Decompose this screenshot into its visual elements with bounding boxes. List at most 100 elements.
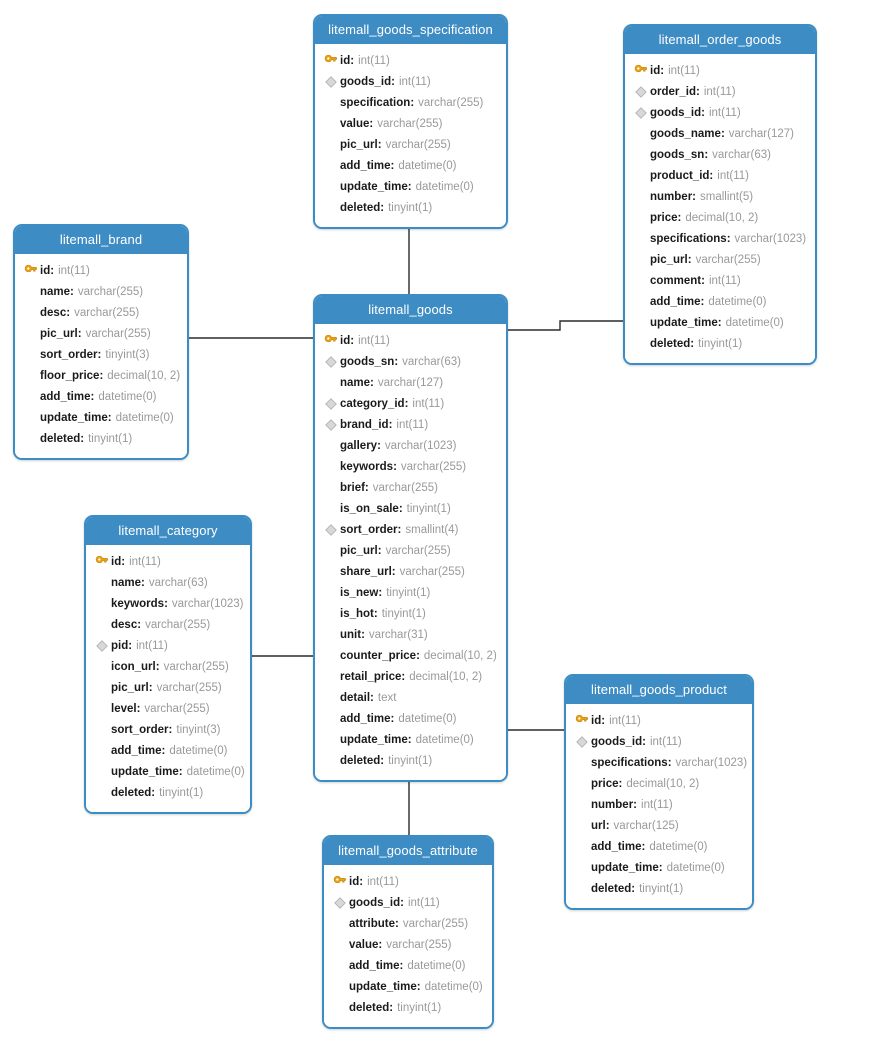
- field-separator: :: [410, 96, 415, 109]
- field-row[interactable]: url:varchar(125): [566, 815, 752, 836]
- field-row[interactable]: keywords:varchar(255): [315, 456, 506, 477]
- field-row[interactable]: keywords:varchar(1023): [86, 593, 250, 614]
- field-row[interactable]: update_time:datetime(0): [324, 976, 492, 997]
- field-row[interactable]: goods_id:int(11): [566, 731, 752, 752]
- field-row[interactable]: number:smallint(5): [625, 186, 815, 207]
- field-row[interactable]: specifications:varchar(1023): [566, 752, 752, 773]
- field-row[interactable]: icon_url:varchar(255): [86, 656, 250, 677]
- relationship-line-rel-goods-order-goods[interactable]: [508, 320, 623, 331]
- field-row[interactable]: order_id:int(11): [625, 81, 815, 102]
- field-row[interactable]: add_time:datetime(0): [315, 155, 506, 176]
- field-row[interactable]: add_time:datetime(0): [324, 955, 492, 976]
- field-row[interactable]: sort_order:smallint(4): [315, 519, 506, 540]
- field-row[interactable]: gallery:varchar(1023): [315, 435, 506, 456]
- field-row[interactable]: deleted:tinyint(1): [86, 782, 250, 803]
- field-row[interactable]: add_time:datetime(0): [86, 740, 250, 761]
- field-row[interactable]: is_on_sale:tinyint(1): [315, 498, 506, 519]
- field-row[interactable]: id:int(11): [324, 871, 492, 892]
- field-row[interactable]: brand_id:int(11): [315, 414, 506, 435]
- field-row[interactable]: name:varchar(63): [86, 572, 250, 593]
- field-row[interactable]: name:varchar(255): [15, 281, 187, 302]
- field-row[interactable]: goods_id:int(11): [324, 892, 492, 913]
- field-row[interactable]: id:int(11): [625, 60, 815, 81]
- field-row[interactable]: specification:varchar(255): [315, 92, 506, 113]
- field-row[interactable]: id:int(11): [15, 260, 187, 281]
- field-row[interactable]: goods_id:int(11): [315, 71, 506, 92]
- diamond-icon: [322, 74, 340, 90]
- field-row[interactable]: update_time:datetime(0): [86, 761, 250, 782]
- field-row[interactable]: attribute:varchar(255): [324, 913, 492, 934]
- field-row[interactable]: deleted:tinyint(1): [15, 428, 187, 449]
- field-row[interactable]: id:int(11): [566, 710, 752, 731]
- field-row[interactable]: unit:varchar(31): [315, 624, 506, 645]
- field-row[interactable]: is_hot:tinyint(1): [315, 603, 506, 624]
- field-name: id: [349, 875, 360, 888]
- field-row[interactable]: category_id:int(11): [315, 393, 506, 414]
- blank-icon: [632, 147, 650, 163]
- field-row[interactable]: desc:varchar(255): [86, 614, 250, 635]
- field-row[interactable]: pic_url:varchar(255): [15, 323, 187, 344]
- field-row[interactable]: sort_order:tinyint(3): [15, 344, 187, 365]
- field-row[interactable]: pic_url:varchar(255): [625, 249, 815, 270]
- blank-icon: [322, 627, 340, 643]
- field-row[interactable]: deleted:tinyint(1): [566, 878, 752, 899]
- field-type: datetime(0): [666, 861, 725, 874]
- field-row[interactable]: update_time:datetime(0): [566, 857, 752, 878]
- field-row[interactable]: deleted:tinyint(1): [324, 997, 492, 1018]
- field-row[interactable]: brief:varchar(255): [315, 477, 506, 498]
- field-row[interactable]: is_new:tinyint(1): [315, 582, 506, 603]
- field-row[interactable]: id:int(11): [315, 330, 506, 351]
- field-row[interactable]: pid:int(11): [86, 635, 250, 656]
- field-row[interactable]: specifications:varchar(1023): [625, 228, 815, 249]
- field-row[interactable]: goods_id:int(11): [625, 102, 815, 123]
- field-row[interactable]: goods_sn:varchar(63): [315, 351, 506, 372]
- field-row[interactable]: counter_price:decimal(10, 2): [315, 645, 506, 666]
- field-row[interactable]: deleted:tinyint(1): [315, 197, 506, 218]
- field-row[interactable]: pic_url:varchar(255): [315, 134, 506, 155]
- field-row[interactable]: comment:int(11): [625, 270, 815, 291]
- field-row[interactable]: add_time:datetime(0): [566, 836, 752, 857]
- field-type: datetime(0): [398, 712, 457, 725]
- field-row[interactable]: desc:varchar(255): [15, 302, 187, 323]
- field-row[interactable]: floor_price:decimal(10, 2): [15, 365, 187, 386]
- field-row[interactable]: update_time:datetime(0): [315, 729, 506, 750]
- field-row[interactable]: goods_name:varchar(127): [625, 123, 815, 144]
- field-row[interactable]: add_time:datetime(0): [15, 386, 187, 407]
- blank-icon: [93, 575, 111, 591]
- field-row[interactable]: update_time:datetime(0): [15, 407, 187, 428]
- field-row[interactable]: sort_order:tinyint(3): [86, 719, 250, 740]
- field-row[interactable]: deleted:tinyint(1): [315, 750, 506, 771]
- field-row[interactable]: pic_url:varchar(255): [315, 540, 506, 561]
- field-row[interactable]: add_time:datetime(0): [625, 291, 815, 312]
- field-row[interactable]: name:varchar(127): [315, 372, 506, 393]
- field-row[interactable]: pic_url:varchar(255): [86, 677, 250, 698]
- field-row[interactable]: add_time:datetime(0): [315, 708, 506, 729]
- field-row[interactable]: goods_sn:varchar(63): [625, 144, 815, 165]
- field-row[interactable]: retail_price:decimal(10, 2): [315, 666, 506, 687]
- field-name: order_id: [650, 85, 697, 98]
- field-row[interactable]: price:decimal(10, 2): [625, 207, 815, 228]
- field-row[interactable]: value:varchar(255): [324, 934, 492, 955]
- field-row[interactable]: value:varchar(255): [315, 113, 506, 134]
- field-row[interactable]: update_time:datetime(0): [625, 312, 815, 333]
- diamond-icon: [322, 354, 340, 370]
- field-row[interactable]: share_url:varchar(255): [315, 561, 506, 582]
- field-row[interactable]: price:decimal(10, 2): [566, 773, 752, 794]
- entity-field-list: id:int(11)order_id:int(11)goods_id:int(1…: [625, 54, 815, 363]
- field-row[interactable]: deleted:tinyint(1): [625, 333, 815, 354]
- field-row[interactable]: id:int(11): [86, 551, 250, 572]
- field-row[interactable]: detail:text: [315, 687, 506, 708]
- field-row[interactable]: number:int(11): [566, 794, 752, 815]
- field-row[interactable]: update_time:datetime(0): [315, 176, 506, 197]
- field-row[interactable]: product_id:int(11): [625, 165, 815, 186]
- field-row[interactable]: id:int(11): [315, 50, 506, 71]
- field-row[interactable]: level:varchar(255): [86, 698, 250, 719]
